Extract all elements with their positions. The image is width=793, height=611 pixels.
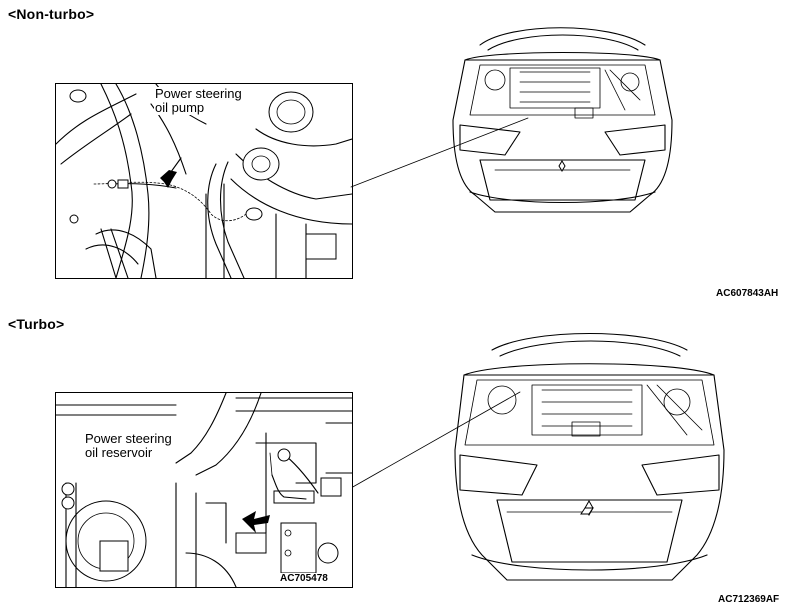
turbo-inset-drawing [56, 393, 352, 587]
pointer-arrow-icon [160, 170, 177, 188]
turbo-inset-code: AC705478 [279, 573, 329, 584]
non-turbo-figure-code: AC607843AH [716, 288, 779, 299]
non-turbo-inset [55, 83, 353, 279]
turbo-callout: Power steering oil reservoir [84, 432, 173, 460]
mitsubishi-emblem-icon [580, 499, 594, 517]
non-turbo-inset-drawing [56, 84, 352, 278]
turbo-inset [55, 392, 353, 588]
turbo-callout-line1: Power steering [85, 431, 172, 446]
non-turbo-callout: Power steering oil pump [154, 87, 243, 115]
turbo-heading: <Turbo> [8, 316, 65, 332]
turbo-figure-code: AC712369AF [718, 594, 780, 605]
non-turbo-callout-line1: Power steering [155, 86, 242, 101]
non-turbo-callout-line2: oil pump [155, 100, 205, 115]
turbo-car-front [454, 333, 725, 581]
non-turbo-car-front [452, 27, 673, 213]
non-turbo-heading: <Non-turbo> [8, 6, 95, 22]
turbo-callout-line2: oil reservoir [85, 445, 153, 460]
mitsubishi-emblem-icon [558, 160, 566, 172]
pointer-arrow-icon [242, 511, 270, 533]
